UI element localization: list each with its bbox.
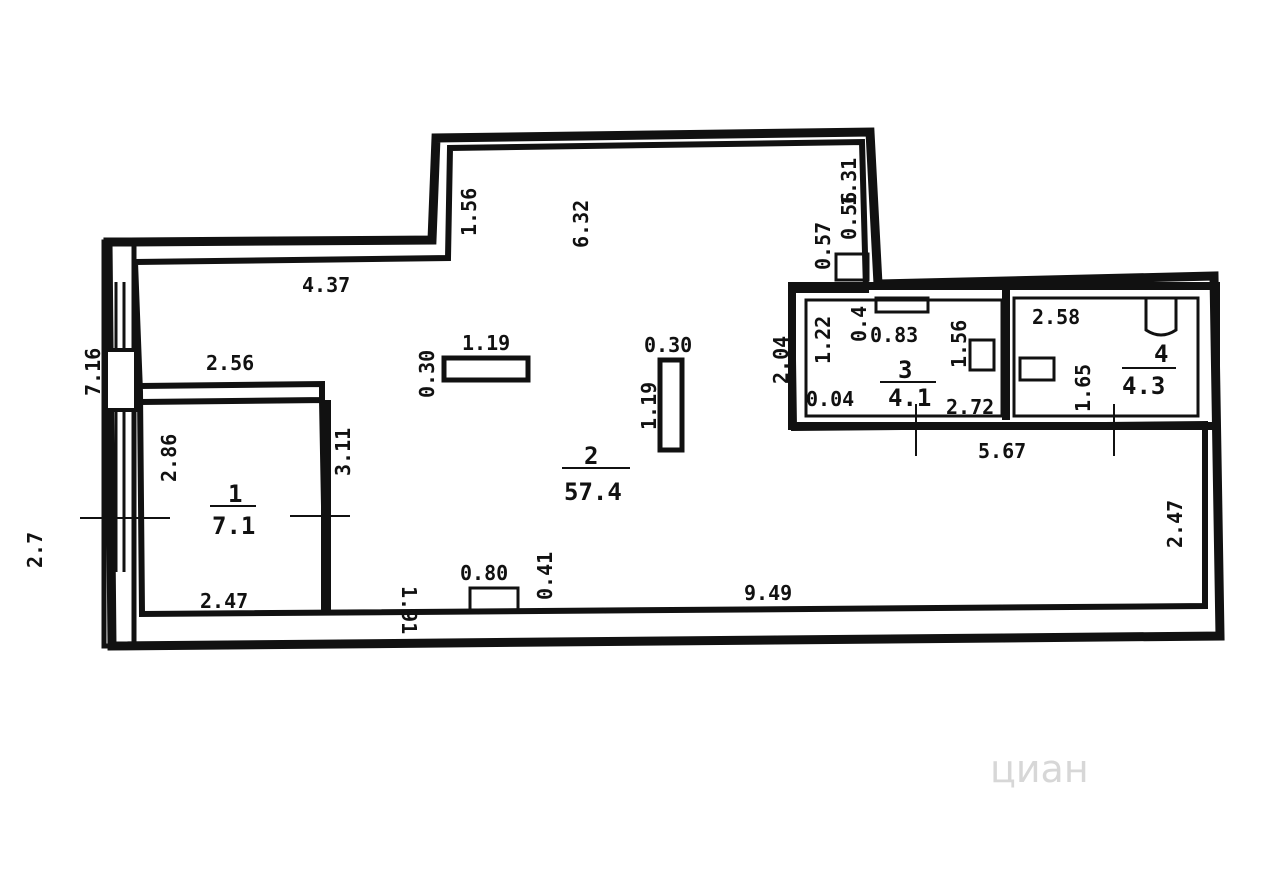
dim-room3-small: 0.4 — [847, 306, 871, 342]
room3-area: 4.1 — [888, 384, 931, 412]
dim-room3-left: 2.04 — [769, 336, 793, 384]
dim-top-right: 1.31 — [837, 158, 861, 206]
room3-outline — [804, 298, 1004, 418]
shower-icon — [1144, 296, 1178, 337]
dim-niche-depth: 0.41 — [533, 552, 557, 600]
dim-window-left: 2.7 — [23, 532, 47, 568]
column-vertical — [657, 357, 685, 453]
dim-room3-bottom: 2.72 — [946, 395, 994, 419]
dim-column2-height: 1.19 — [637, 382, 661, 430]
dim-main-depth: 6.32 — [569, 200, 593, 248]
dim-room4-top: 2.58 — [1032, 305, 1080, 329]
left-window — [101, 239, 138, 649]
bathroom-block — [788, 282, 1220, 430]
dim-bottom-total: 9.49 — [744, 581, 792, 605]
dim-niche-width: 0.80 — [460, 561, 508, 585]
vent-shaft-icon — [834, 252, 870, 282]
room2-area: 57.4 — [564, 478, 622, 506]
dim-room3-bottom-left: 0.04 — [806, 387, 854, 411]
dim-bottom-left: 1.91 — [397, 586, 421, 634]
dim-column1-height: 0.30 — [415, 350, 439, 398]
room1-area: 7.1 — [212, 512, 255, 540]
dim-column2-width: 0.30 — [644, 333, 692, 357]
room4-number: 4 — [1154, 340, 1168, 368]
room3-number: 3 — [898, 356, 912, 384]
sink-icon — [1018, 356, 1056, 382]
column-horizontal — [441, 355, 531, 383]
dim-small-a: 0.57 — [811, 222, 835, 270]
dim-room1-right: 3.11 — [331, 428, 355, 476]
dim-room4-side: 1.65 — [1071, 364, 1095, 412]
dim-top-step: 1.56 — [457, 188, 481, 236]
room2-number: 2 — [584, 442, 598, 470]
dim-upper-left-wall: 4.37 — [302, 273, 350, 297]
dim-room3-side: 1.56 — [947, 320, 971, 368]
dim-room1-top: 2.56 — [206, 351, 254, 375]
dim-column1-width: 1.19 — [462, 331, 510, 355]
dim-room3-top: 0.83 — [870, 323, 918, 347]
room1-number: 1 — [228, 480, 242, 508]
toilet-icon — [968, 338, 996, 372]
dim-right-lower: 2.47 — [1163, 500, 1187, 548]
outer-wall — [103, 127, 1225, 651]
dim-room1-left: 2.86 — [157, 434, 181, 482]
bottom-niche — [468, 586, 520, 612]
dim-right-block: 5.67 — [978, 439, 1026, 463]
dim-small-b: 0.56 — [837, 192, 861, 240]
dim-left-total: 7.16 — [81, 348, 105, 396]
dim-room3-wall: 1.22 — [811, 316, 835, 364]
wall-niche-icon — [874, 296, 930, 314]
dim-room1-bottom: 2.47 — [200, 589, 248, 613]
room4-outline — [1012, 296, 1200, 418]
watermark-text: циан — [990, 747, 1089, 791]
room4-area: 4.3 — [1122, 372, 1165, 400]
